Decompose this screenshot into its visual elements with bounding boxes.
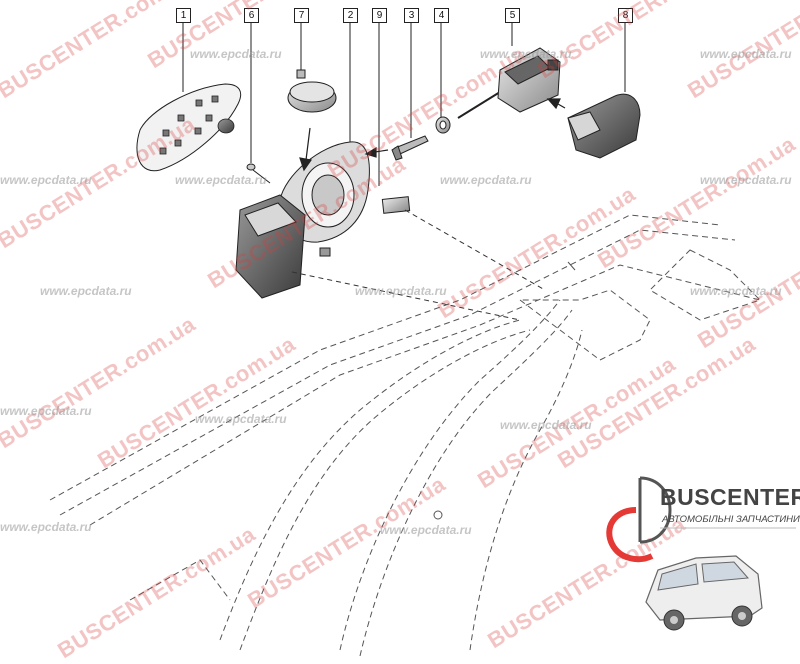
bus-van-icon (645, 555, 763, 631)
assembly-arrows (299, 98, 566, 172)
logo-name: BUSCENTER (660, 484, 800, 510)
callout-9: 9 (372, 8, 387, 23)
callout-5: 5 (505, 8, 520, 23)
part-5-actuator (457, 47, 561, 119)
part-9-label (381, 196, 411, 214)
part-6-screw (246, 163, 271, 184)
callout-7: 7 (294, 8, 309, 23)
callout-1: 1 (176, 8, 191, 23)
logo-subtitle: АВТОМОБІЛЬНІ ЗАПЧАСТИНИ (662, 514, 800, 525)
callout-8: 8 (618, 8, 633, 23)
part-2-filler-housing (235, 141, 370, 299)
callout-4: 4 (434, 8, 449, 23)
buscenter-logo: BUSCENTER АВТОМОБІЛЬНІ ЗАПЧАСТИНИ (600, 470, 800, 656)
part-4-grommet (435, 116, 451, 134)
part-3-pin (391, 135, 429, 161)
logo-mark (606, 476, 796, 563)
callout-leaders (182, 22, 626, 186)
callout-6: 6 (244, 8, 259, 23)
body-detail (433, 261, 576, 520)
part-1-mounting-plate (136, 83, 242, 172)
callout-3: 3 (404, 8, 419, 23)
callout-2: 2 (343, 8, 358, 23)
part-7-fuel-cap (287, 69, 337, 113)
vehicle-body-outline (49, 214, 761, 656)
connection-lines (291, 209, 546, 321)
part-8-cover (567, 93, 641, 159)
